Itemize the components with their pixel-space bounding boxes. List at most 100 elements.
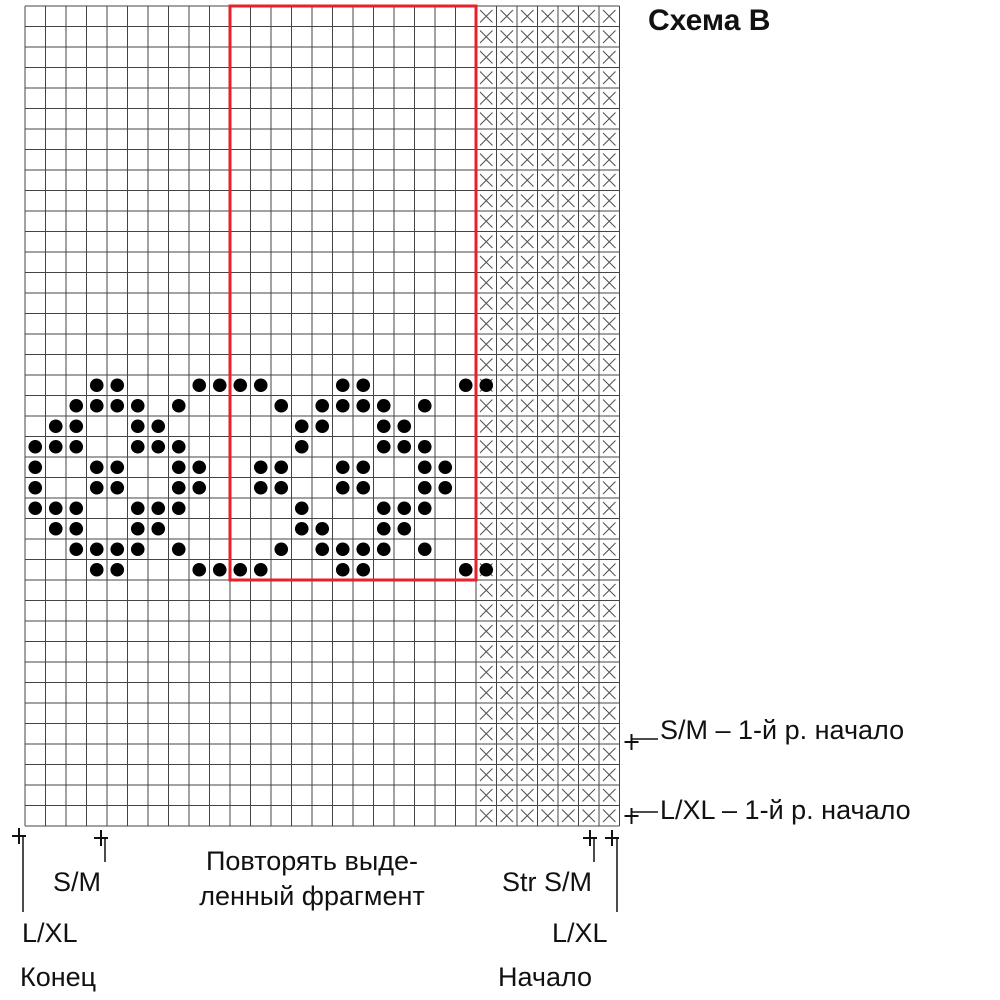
cross-mark [582, 337, 596, 351]
cross-mark [602, 399, 616, 413]
cross-mark [500, 440, 514, 454]
cross-mark [541, 563, 555, 577]
pattern-dot [376, 501, 391, 516]
cross-mark [561, 9, 575, 23]
str-sm-marker [583, 830, 597, 846]
cross-mark [561, 358, 575, 372]
cross-mark [500, 337, 514, 351]
pattern-dot [315, 419, 330, 434]
cross-mark [479, 112, 493, 126]
cross-mark [500, 481, 514, 495]
cross-mark [541, 501, 555, 515]
grid-lines [24, 5, 620, 827]
cross-mark [500, 809, 514, 823]
cross-mark [602, 542, 616, 556]
pattern-dot [315, 521, 330, 536]
cross-mark [520, 727, 534, 741]
cross-mark [582, 481, 596, 495]
cross-mark [602, 255, 616, 269]
cross-mark [541, 255, 555, 269]
cross-mark [602, 501, 616, 515]
pattern-dot [48, 521, 63, 536]
cross-mark [582, 91, 596, 105]
pattern-dot [130, 542, 145, 557]
pattern-dot [171, 542, 186, 557]
cross-mark [602, 788, 616, 802]
cross-mark [582, 132, 596, 146]
pattern-dot [192, 460, 207, 475]
cross-mark [602, 768, 616, 782]
pattern-dot [294, 501, 309, 516]
repeat-fragment-label-line2: ленный фрагмент [199, 881, 425, 911]
pattern-dot [274, 542, 289, 557]
pattern-dot [171, 501, 186, 516]
cross-mark [541, 317, 555, 331]
cross-mark [520, 91, 534, 105]
pattern-dot [438, 460, 453, 475]
cross-mark [602, 214, 616, 228]
cross-mark [602, 706, 616, 720]
cross-mark [520, 50, 534, 64]
pattern-dot [335, 562, 350, 577]
pattern-dot [417, 460, 432, 475]
pattern-dot [192, 378, 207, 393]
cross-mark [541, 30, 555, 44]
cross-mark [520, 481, 534, 495]
cross-mark [520, 358, 534, 372]
pattern-dot [192, 562, 207, 577]
cross-mark [602, 645, 616, 659]
cross-mark [561, 214, 575, 228]
cross-mark [500, 50, 514, 64]
cross-mark [479, 522, 493, 536]
cross-mark [602, 583, 616, 597]
cross-mark [561, 276, 575, 290]
pattern-dot [294, 419, 309, 434]
cross-mark [500, 9, 514, 23]
cross-mark [520, 214, 534, 228]
cross-mark [479, 727, 493, 741]
cross-mark [500, 686, 514, 700]
cross-mark [500, 727, 514, 741]
pattern-dot [335, 398, 350, 413]
pattern-dot [253, 378, 268, 393]
cross-mark [582, 686, 596, 700]
cross-mark [582, 809, 596, 823]
cross-mark [561, 173, 575, 187]
cross-mark [500, 255, 514, 269]
cross-mark [479, 604, 493, 618]
cross-mark [582, 440, 596, 454]
lxl-end-size-label: L/XL [22, 918, 78, 948]
pattern-dot [397, 439, 412, 454]
pattern-dot [356, 378, 371, 393]
pattern-dot [151, 521, 166, 536]
cross-mark [561, 132, 575, 146]
cross-mark [561, 727, 575, 741]
cross-mark [500, 358, 514, 372]
pattern-dot [171, 480, 186, 495]
cross-mark [541, 542, 555, 556]
pattern-dot [28, 480, 43, 495]
cross-mark [582, 30, 596, 44]
cross-mark [520, 624, 534, 638]
lxl-end-marker [12, 828, 26, 844]
pattern-dot [69, 398, 84, 413]
cross-mark [582, 563, 596, 577]
cross-mark [541, 214, 555, 228]
cross-mark [541, 337, 555, 351]
cross-mark [561, 809, 575, 823]
cross-mark [561, 501, 575, 515]
pattern-dot [376, 439, 391, 454]
cross-mark [500, 665, 514, 679]
cross-mark [479, 542, 493, 556]
pattern-dot [89, 542, 104, 557]
sm-end-size-label: S/M [53, 867, 102, 897]
pattern-dot [417, 398, 432, 413]
cross-mark [500, 30, 514, 44]
cross-mark [541, 522, 555, 536]
pattern-dot [356, 480, 371, 495]
cross-mark [479, 317, 493, 331]
cross-mark [541, 809, 555, 823]
cross-mark [520, 9, 534, 23]
cross-mark [541, 235, 555, 249]
cross-mark [520, 317, 534, 331]
